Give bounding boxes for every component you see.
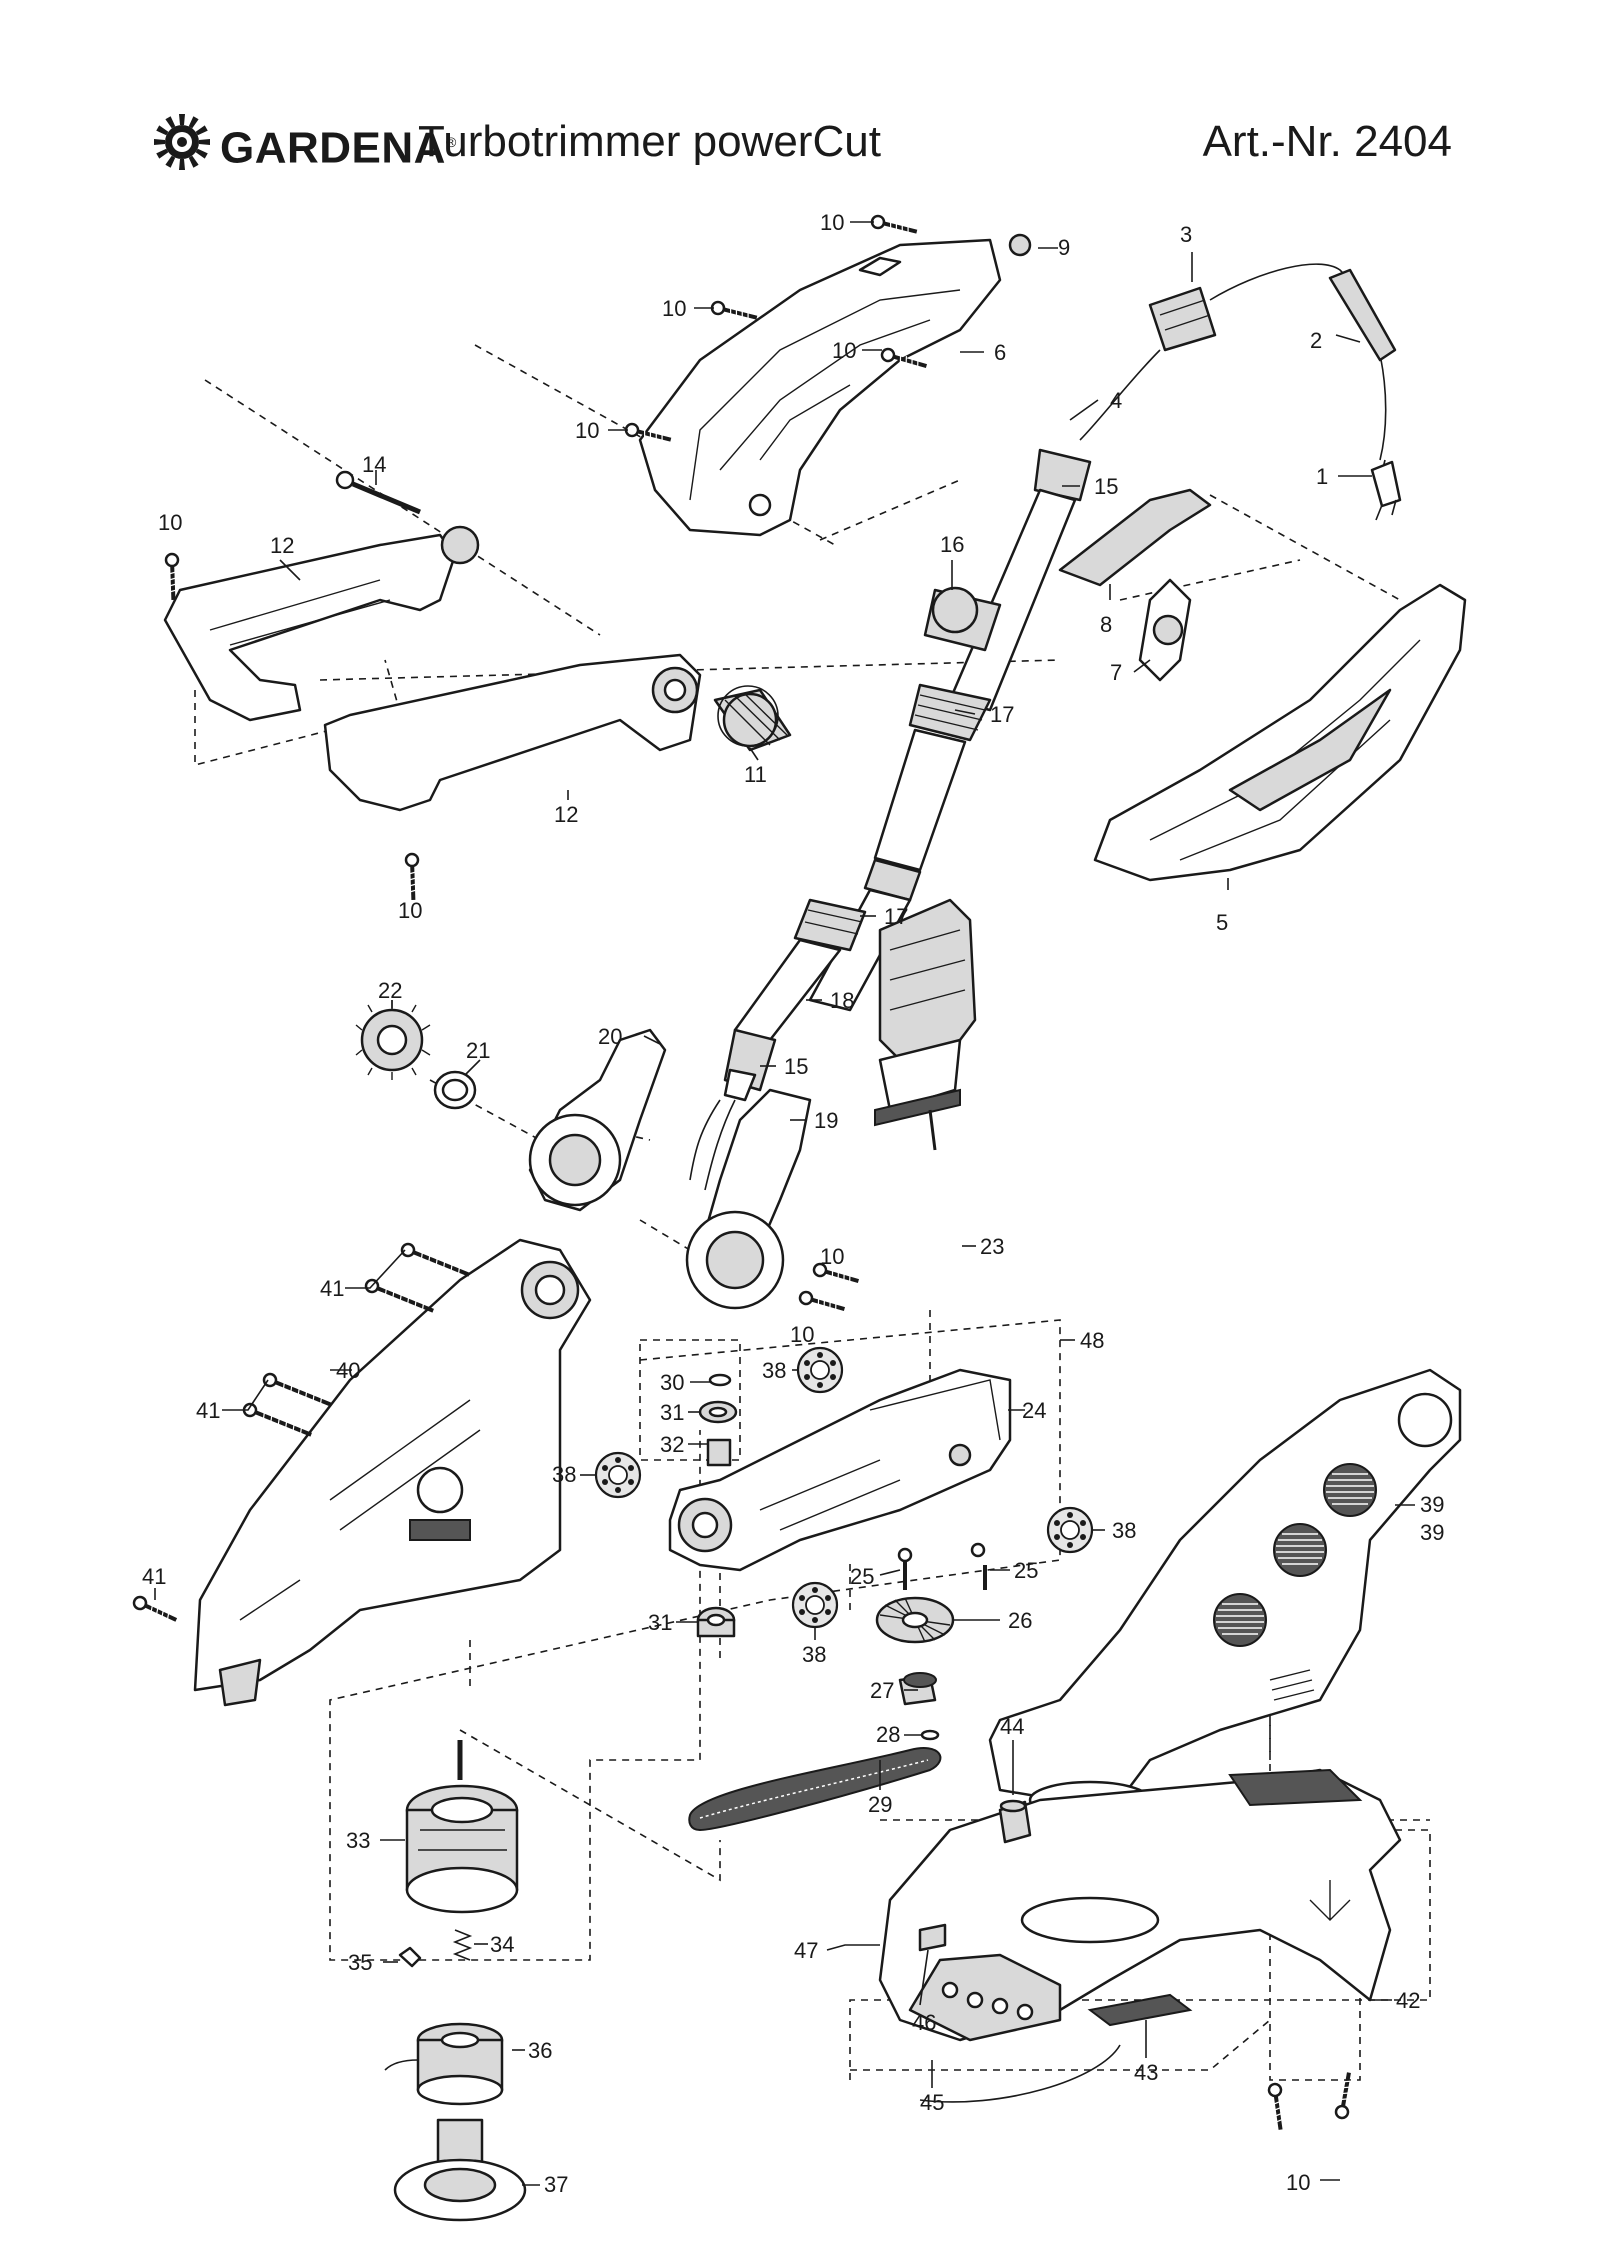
callout-23: 23 bbox=[980, 1234, 1004, 1259]
callout-1: 1 bbox=[1316, 464, 1328, 489]
callout-15: 15 bbox=[1094, 474, 1118, 499]
callout-4: 4 bbox=[1110, 388, 1122, 413]
callout-2: 2 bbox=[1310, 328, 1322, 353]
callout-18: 18 bbox=[830, 988, 854, 1013]
callout-29: 29 bbox=[868, 1792, 892, 1817]
callout-10: 10 bbox=[398, 898, 422, 923]
callout-25: 25 bbox=[850, 1564, 874, 1589]
callout-41: 41 bbox=[196, 1398, 220, 1423]
callout-42: 42 bbox=[1396, 1988, 1420, 2013]
callout-31: 31 bbox=[660, 1400, 684, 1425]
callout-12: 12 bbox=[270, 533, 294, 558]
callout-10: 10 bbox=[832, 338, 856, 363]
callout-48: 48 bbox=[1080, 1328, 1104, 1353]
callout-25: 25 bbox=[1014, 1558, 1038, 1583]
callout-9: 9 bbox=[1058, 235, 1070, 260]
callout-34: 34 bbox=[490, 1932, 514, 1957]
callout-39: 39 bbox=[1420, 1520, 1444, 1545]
callout-33: 33 bbox=[346, 1828, 370, 1853]
callout-11: 11 bbox=[744, 762, 767, 787]
callout-27: 27 bbox=[870, 1678, 894, 1703]
callout-40: 40 bbox=[336, 1358, 360, 1383]
callout-20: 20 bbox=[598, 1024, 622, 1049]
callout-39: 39 bbox=[1420, 1492, 1444, 1517]
callout-24: 24 bbox=[1022, 1398, 1046, 1423]
article-number: Art.-Nr. 2404 bbox=[1202, 117, 1452, 166]
callout-10: 10 bbox=[790, 1322, 814, 1347]
callout-10: 10 bbox=[820, 210, 844, 235]
callout-3: 3 bbox=[1180, 222, 1192, 247]
callout-31: 31 bbox=[648, 1610, 672, 1635]
callout-38: 38 bbox=[762, 1358, 786, 1383]
callout-38: 38 bbox=[552, 1462, 576, 1487]
callout-22: 22 bbox=[378, 978, 402, 1003]
product-title: Turbotrimmer powerCut bbox=[418, 117, 881, 166]
callout-26: 26 bbox=[1008, 1608, 1032, 1633]
callout-12: 12 bbox=[554, 802, 578, 827]
callout-30: 30 bbox=[660, 1370, 684, 1395]
callout-15: 15 bbox=[784, 1054, 808, 1079]
gear-sun-icon bbox=[154, 114, 210, 170]
callout-28: 28 bbox=[876, 1722, 900, 1747]
part-callouts: 10 9 3 10 6 2 10 4 10 14 1 15 10 12 16 8… bbox=[142, 210, 1444, 2197]
callout-19: 19 bbox=[814, 1108, 838, 1133]
callout-46: 46 bbox=[912, 2010, 936, 2035]
brand-name: GARDENA® bbox=[220, 123, 457, 173]
callout-8: 8 bbox=[1100, 612, 1112, 637]
callout-10: 10 bbox=[158, 510, 182, 535]
callout-17: 17 bbox=[990, 702, 1014, 727]
callout-5: 5 bbox=[1216, 910, 1228, 935]
callout-10: 10 bbox=[820, 1244, 844, 1269]
page-header: GARDENA® Turbotrimmer powerCut Art.-Nr. … bbox=[0, 0, 1600, 200]
callout-35: 35 bbox=[348, 1950, 372, 1975]
callout-41: 41 bbox=[142, 1564, 166, 1589]
callout-47: 47 bbox=[794, 1938, 818, 1963]
callout-7: 7 bbox=[1110, 660, 1122, 685]
callout-10: 10 bbox=[575, 418, 599, 443]
callout-41: 41 bbox=[320, 1276, 344, 1301]
callout-6: 6 bbox=[994, 340, 1006, 365]
callout-32: 32 bbox=[660, 1432, 684, 1457]
callout-10: 10 bbox=[1286, 2170, 1310, 2195]
callout-21: 21 bbox=[466, 1038, 490, 1063]
callout-38: 38 bbox=[1112, 1518, 1136, 1543]
callout-16: 16 bbox=[940, 532, 964, 557]
callout-43: 43 bbox=[1134, 2060, 1158, 2085]
callout-17: 17 bbox=[884, 904, 908, 929]
callout-45: 45 bbox=[920, 2090, 944, 2115]
callout-44: 44 bbox=[1000, 1714, 1024, 1739]
callout-14: 14 bbox=[362, 452, 386, 477]
callout-10: 10 bbox=[662, 296, 686, 321]
callout-37: 37 bbox=[544, 2172, 568, 2197]
callout-38: 38 bbox=[802, 1642, 826, 1667]
callout-36: 36 bbox=[528, 2038, 552, 2063]
